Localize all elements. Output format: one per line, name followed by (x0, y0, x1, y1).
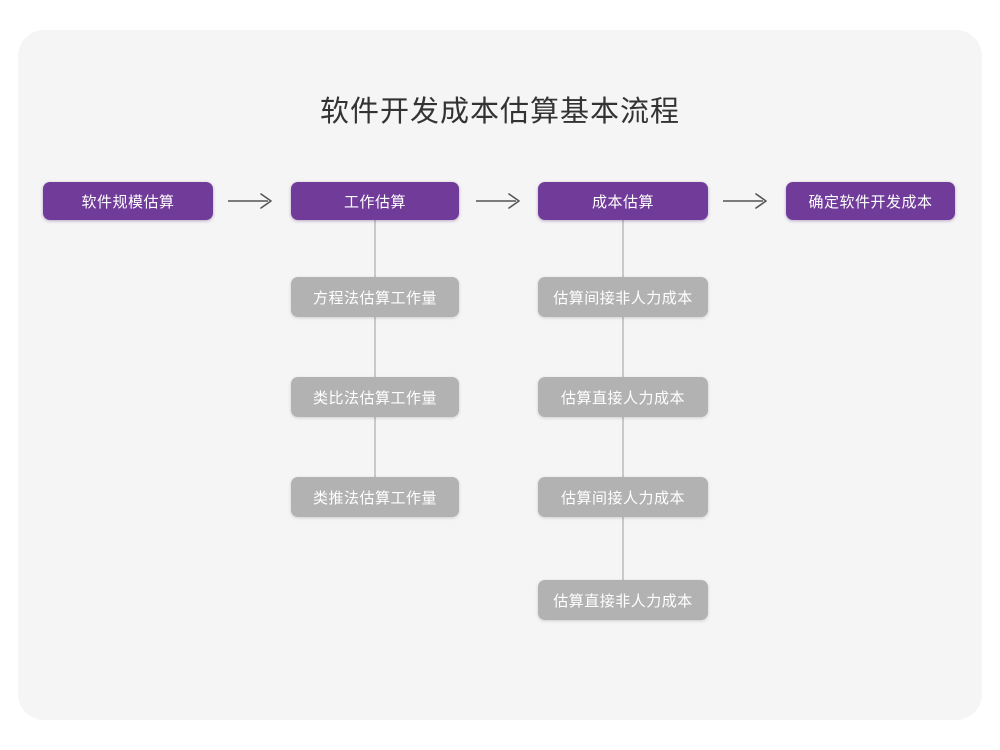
step-node-work-estimation[interactable]: 工作估算 (291, 182, 459, 220)
sub-node-direct-non-labor-cost[interactable]: 估算直接非人力成本 (538, 580, 708, 620)
step-node-cost-estimation[interactable]: 成本估算 (538, 182, 708, 220)
sub-node-indirect-labor-cost[interactable]: 估算间接人力成本 (538, 477, 708, 517)
connector-cost-2 (622, 317, 624, 377)
content-card (18, 30, 982, 720)
sub-node-direct-labor-cost[interactable]: 估算直接人力成本 (538, 377, 708, 417)
sub-node-indirect-non-labor-cost[interactable]: 估算间接非人力成本 (538, 277, 708, 317)
sub-node-equation-method-workload[interactable]: 方程法估算工作量 (291, 277, 459, 317)
arrow-right-icon-3 (723, 191, 771, 211)
connector-work-1 (374, 220, 376, 277)
connector-work-3 (374, 417, 376, 477)
sub-node-deduction-method-workload[interactable]: 类推法估算工作量 (291, 477, 459, 517)
arrow-right-icon-2 (476, 191, 524, 211)
connector-work-2 (374, 317, 376, 377)
arrow-right-icon-1 (228, 191, 276, 211)
connector-cost-1 (622, 220, 624, 277)
page-title: 软件开发成本估算基本流程 (319, 96, 680, 128)
connector-cost-3 (622, 417, 624, 477)
step-node-software-scale-estimation[interactable]: 软件规模估算 (43, 182, 213, 220)
step-node-determine-development-cost[interactable]: 确定软件开发成本 (786, 182, 955, 220)
connector-cost-4 (622, 517, 624, 580)
sub-node-analogy-method-workload[interactable]: 类比法估算工作量 (291, 377, 459, 417)
